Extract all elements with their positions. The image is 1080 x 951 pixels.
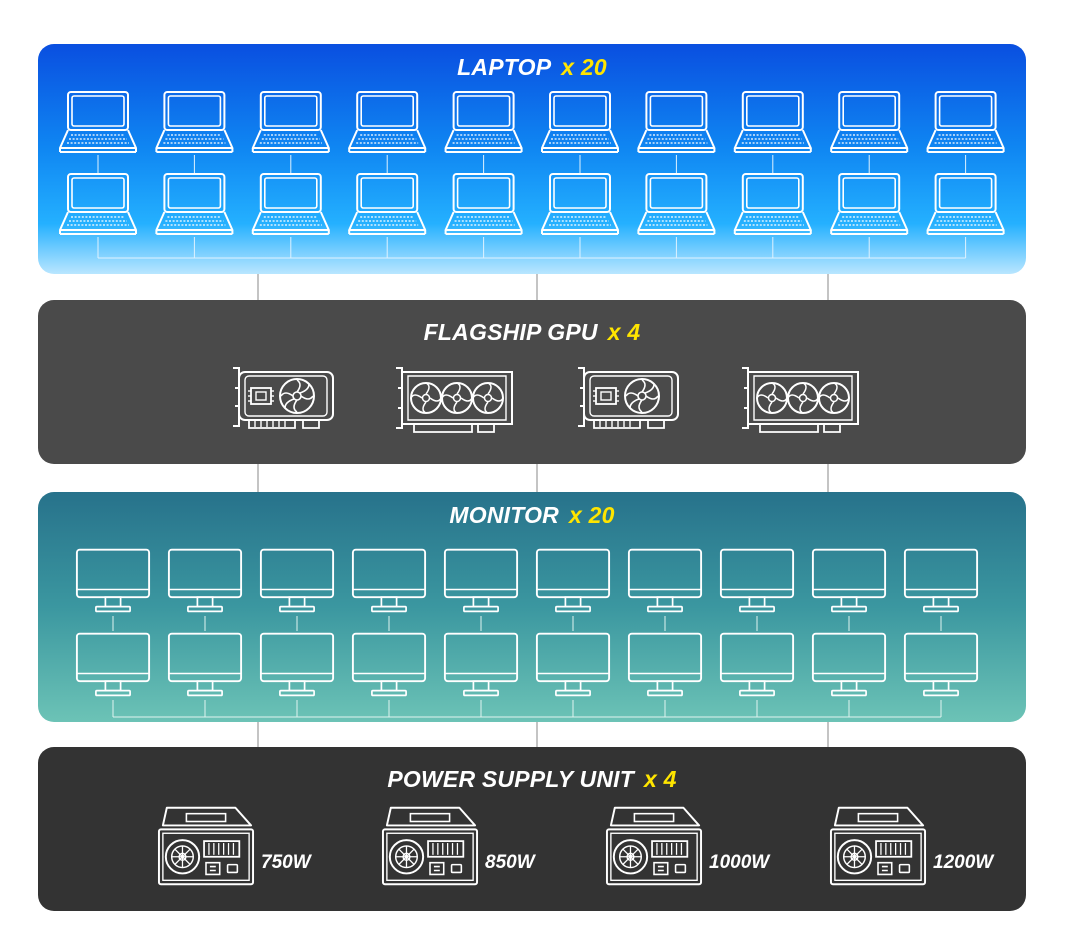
monitor-icon [351,548,427,613]
laptop-icon [926,173,1005,235]
gpu-row [232,367,859,433]
connection-lines [97,155,967,718]
monitor-icon [443,632,519,697]
laptop-icon [155,173,234,235]
gpu-card-icon [395,367,513,433]
laptop-icon [830,173,909,235]
gpu-panel: FLAGSHIP GPU x 4 [38,300,1026,464]
laptop-title: LAPTOP x 20 [38,54,1026,81]
laptop-icon [444,173,523,235]
laptop-icon [251,91,330,153]
laptop-icon [251,173,330,235]
laptop-icon [348,91,427,153]
laptop-title-text: LAPTOP [457,54,552,80]
psu-title: POWER SUPPLY UNIT x 4 [38,766,1026,793]
monitor-icon [903,548,979,613]
monitor-icon [811,632,887,697]
monitor-icon [535,632,611,697]
psu-quantity: x 4 [644,766,677,792]
gpu-title-text: FLAGSHIP GPU [423,319,598,345]
laptop-icon [155,91,234,153]
monitor-icon [75,632,151,697]
monitor-icon [903,632,979,697]
monitor-title: MONITOR x 20 [38,502,1026,529]
laptop-icon [59,173,137,235]
monitor-icon [719,632,795,697]
psu-wattage-label: 850W [485,852,537,873]
gpu-card-icon [577,367,679,429]
monitor-icon [719,548,795,613]
monitor-icon [75,548,151,613]
power-supply-icon [605,806,703,886]
monitor-quantity: x 20 [569,502,615,528]
gpu-title: FLAGSHIP GPU x 4 [38,319,1026,346]
laptop-icon [348,173,427,235]
monitor-icon [351,632,427,697]
laptop-icon [541,173,619,235]
laptop-panel: LAPTOP x 20 [38,44,1026,274]
section-connectors [257,274,829,747]
psu-wattage-label: 1200W [933,852,995,873]
power-supply-icon [381,806,479,886]
psu-wattage-label: 1000W [709,852,771,873]
monitor-grid [75,548,979,697]
laptop-grid [59,91,1005,235]
laptop-icon [444,91,523,153]
monitor-icon [811,548,887,613]
monitor-title-text: MONITOR [449,502,559,528]
monitor-icon [259,548,335,613]
power-supply-icon [829,806,927,886]
monitor-icon [167,548,243,613]
laptop-icon [830,91,909,153]
laptop-icon [733,173,812,235]
monitor-icon [167,632,243,697]
laptop-icon [637,91,716,153]
laptop-quantity: x 20 [561,54,607,80]
monitor-icon [443,548,519,613]
gpu-card-icon [741,367,859,433]
laptop-icon [926,91,1005,153]
gpu-quantity: x 4 [607,319,641,345]
psu-wattage-label: 750W [261,852,313,873]
laptop-icon [637,173,716,235]
laptop-icon [59,91,137,153]
monitor-icon [259,632,335,697]
monitor-icon [627,632,703,697]
laptop-icon [733,91,812,153]
psu-row: 750W 850W 1000W 1200W [157,806,995,886]
psu-title-text: POWER SUPPLY UNIT [387,766,635,792]
monitor-icon [535,548,611,613]
gpu-card-icon [232,367,334,429]
power-supply-icon [157,806,255,886]
laptop-icon [541,91,619,153]
monitor-icon [627,548,703,613]
